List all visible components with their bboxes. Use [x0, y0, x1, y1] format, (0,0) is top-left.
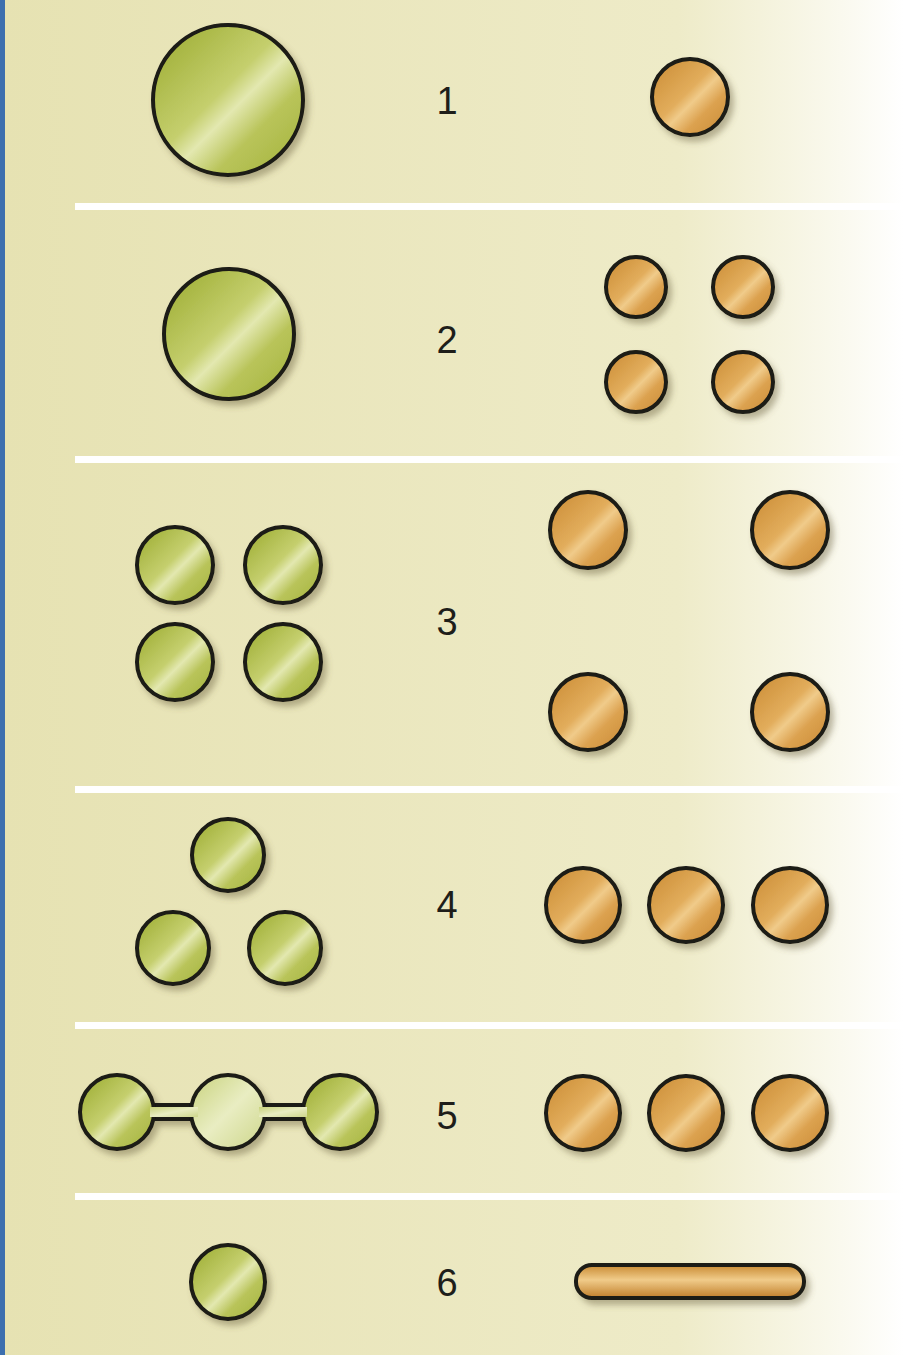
callout-number: 6 — [436, 1264, 457, 1302]
callout-number: 3 — [436, 603, 457, 641]
callout-number: 2 — [436, 321, 457, 359]
callout-number: 1 — [436, 82, 457, 120]
callout-number: 4 — [436, 886, 457, 924]
callout-number: 5 — [436, 1097, 457, 1135]
